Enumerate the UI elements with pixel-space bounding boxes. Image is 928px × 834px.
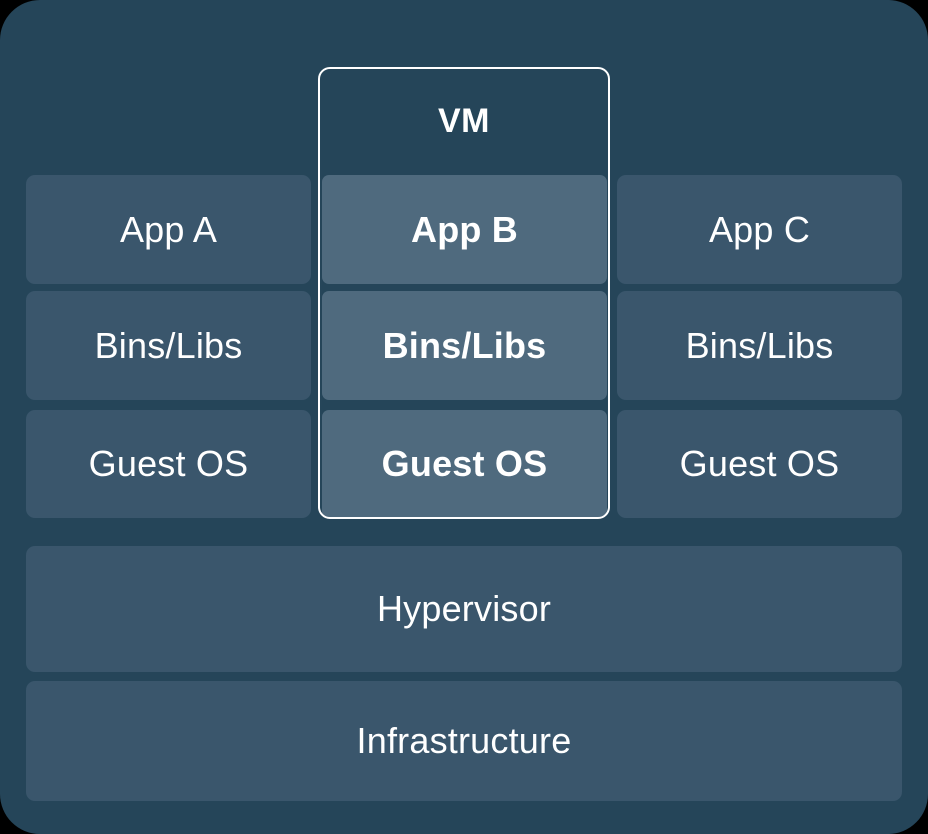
card-app-b: App B bbox=[322, 175, 607, 284]
vm-label: VM bbox=[438, 101, 490, 140]
card-guest-os-b: Guest OS bbox=[322, 410, 607, 518]
card-guest-os-c: Guest OS bbox=[617, 410, 902, 518]
card-guest-os-a: Guest OS bbox=[26, 410, 311, 518]
card-bins-libs-b: Bins/Libs bbox=[322, 291, 607, 400]
card-infrastructure: Infrastructure bbox=[26, 681, 902, 801]
card-app-c: App C bbox=[617, 175, 902, 284]
card-hypervisor: Hypervisor bbox=[26, 546, 902, 672]
card-bins-libs-a: Bins/Libs bbox=[26, 291, 311, 400]
card-app-a: App A bbox=[26, 175, 311, 284]
card-bins-libs-c: Bins/Libs bbox=[617, 291, 902, 400]
